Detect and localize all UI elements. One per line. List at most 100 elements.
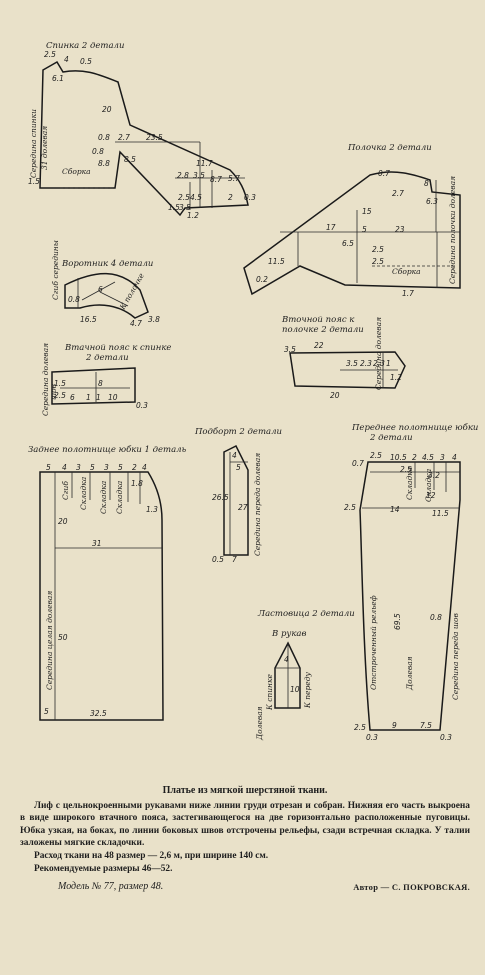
back-band-seam-label: шов (49, 383, 58, 400)
dim-label: 4.7 (130, 319, 142, 328)
front-skirt-grain-label: Долевая (405, 656, 414, 691)
front-skirt-pleat-label: Складка (405, 467, 414, 500)
front-band-subtitle: полочке 2 детали (282, 325, 364, 335)
dim-label: 5 (46, 463, 51, 472)
front-skirt-subtitle: 2 детали (369, 433, 413, 443)
dim-label: 4 (452, 453, 457, 462)
collar-outline (64, 272, 149, 319)
dim-label: 1.5 (54, 379, 66, 388)
back-dimensions: 2.5 4 0.5 6.1 20 0.8 2.7 23.5 8.5 0.8 8.… (28, 50, 256, 220)
dim-label: 0.7 (352, 459, 364, 468)
back-skirt-center-label: Середина целая долевая (45, 591, 54, 690)
dim-label: 4.5 (190, 193, 202, 202)
gusset-outline (274, 641, 301, 709)
dim-label: 2.7 (392, 189, 404, 198)
dim-label: 23 (395, 225, 405, 234)
dim-label: 3.2 (428, 471, 440, 480)
dim-label: 0.2 (256, 275, 268, 284)
front-center-label: Середина полочки долевая (448, 176, 457, 284)
dim-label: 10 (290, 685, 300, 694)
dim-label: 1 (96, 393, 101, 402)
dim-label: 4 (142, 463, 147, 472)
dim-label: 0.8 (98, 133, 110, 142)
pattern-drawing: Спинка 2 детали 2.5 4 0.5 6.1 20 0.8 2.7… (28, 41, 478, 742)
front-band-piece: Вточной пояс к полочке 2 детали 3.5 22 3… (281, 315, 406, 400)
dim-label: 3.5 (346, 359, 358, 368)
dim-label: 0.8 (68, 295, 80, 304)
dim-label: 20 (102, 105, 112, 114)
dim-label: 5 (118, 463, 123, 472)
front-band-center-label: Середина долевая (374, 317, 383, 390)
dim-label: 2.5 (372, 257, 384, 266)
dim-label: 1.5 (168, 203, 180, 212)
dim-label: 6.5 (342, 239, 354, 248)
dim-label: 1 (86, 393, 91, 402)
dim-label: 10.5 (390, 453, 407, 462)
dim-label: 50 (58, 633, 68, 642)
gusset-construction (275, 643, 300, 708)
back-outline (39, 60, 249, 217)
back-skirt-pleat-label: Складка (115, 481, 124, 514)
dim-label: 1.2 (187, 211, 199, 220)
back-skirt-pleat-label: Складка (79, 477, 88, 510)
dim-label: 69.5 (393, 613, 402, 630)
dim-label: 11.5 (268, 257, 285, 266)
dim-label: 2 (132, 463, 137, 472)
caption-fabric: Расход ткани на 48 размер — 2,6 м, при ш… (34, 850, 269, 861)
caption-block: Платье из мягкой шерстяной ткани. Лиф с … (20, 785, 470, 895)
dim-label: 20 (330, 391, 340, 400)
dim-label: 5 (44, 707, 49, 716)
back-gather-label: Сборка (62, 167, 91, 176)
facing-piece: Подборт 2 детали 4 5 26.5 27 0.5 7 Серед… (194, 426, 282, 564)
dim-label: 0.3 (136, 401, 148, 410)
caption-footer: Модель № 77, размер 48. Автор — С. ПОКРО… (20, 881, 470, 895)
dim-label: 7.5 (420, 721, 432, 730)
dim-label: 0.3 (244, 193, 256, 202)
dim-label: 2.5 (400, 465, 412, 474)
dim-label: 3 (76, 463, 81, 472)
back-skirt-fold-label: Сгиб (61, 481, 70, 500)
front-skirt-dimensions: 0.7 2.5 10.5 2 4.5 3 4 2.5 3.2 2.5 14 12… (344, 451, 457, 742)
front-skirt-piece: Переднее полотнище юбки 2 детали 0.7 2.5… (344, 422, 478, 742)
dim-label: 2.5 (44, 50, 56, 59)
dim-label: 4.5 (422, 453, 434, 462)
dim-label: 11.7 (196, 159, 213, 168)
facing-title: Подборт 2 детали (194, 426, 282, 437)
back-band-dimensions: 1.5 8 2.5 6 1 1 10 0.3 (54, 379, 148, 410)
gusset-title: Ластовица 2 детали (257, 609, 355, 619)
back-skirt-construction (54, 472, 162, 720)
back-grain-label: 31 долевая (40, 126, 49, 170)
dim-label: 3.8 (148, 315, 160, 324)
front-skirt-pleat-label: Складка (424, 469, 433, 502)
back-skirt-outline (39, 471, 164, 721)
dim-label: 8.5 (124, 155, 136, 164)
dim-label: 2.3 (373, 359, 385, 368)
dim-label: 0.8 (430, 613, 442, 622)
dim-label: 0.7 (378, 169, 390, 178)
dim-label: 5 (362, 225, 367, 234)
dim-label: 4 (62, 463, 67, 472)
collar-fold-label: Сгиб середины (51, 240, 60, 300)
dim-label: 2.5 (344, 503, 356, 512)
dim-label: 2.5 (370, 451, 382, 460)
front-skirt-construction (362, 462, 460, 509)
collar-title: Воротник 4 детали (61, 259, 153, 269)
dim-label: 3 (104, 463, 109, 472)
dim-label: 0.3 (366, 733, 378, 742)
dim-label: 16.5 (80, 315, 97, 324)
dim-label: 3.5 (284, 345, 296, 354)
dim-label: 10 (108, 393, 118, 402)
dim-label: 3.5 (193, 171, 205, 180)
dim-label: 6 (98, 285, 103, 294)
dim-label: 4 (284, 655, 289, 664)
dim-label: 8.7 (210, 175, 222, 184)
dim-label: 8 (98, 379, 103, 388)
dim-label: 6 (70, 393, 75, 402)
back-band-center-label: Середина долевая (41, 343, 50, 416)
dim-label: 6.1 (52, 74, 64, 83)
front-skirt-relief-label: Отстроченный рельеф (369, 595, 378, 690)
gusset-dimensions: 10 4 (284, 655, 300, 694)
dim-label: 0.5 (80, 57, 92, 66)
front-skirt-center-label: Середина переда шов (451, 612, 460, 700)
dim-label: 0.8 (92, 147, 104, 156)
